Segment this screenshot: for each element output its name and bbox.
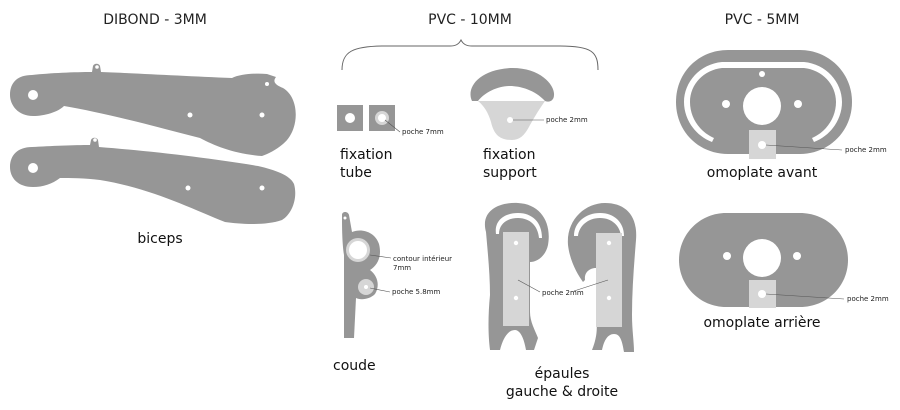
label-omoplate-arriere: omoplate arrière [703, 315, 820, 331]
group-brace [341, 38, 599, 71]
label-coude: coude [333, 358, 376, 374]
label-fixation-support-2: support [483, 165, 537, 181]
biceps-piece-bottom [10, 137, 296, 224]
header-dibond-3mm: DIBOND - 3MM [103, 12, 207, 28]
label-epaules-2: gauche & droite [506, 384, 618, 400]
label-fixation-tube-2: tube [340, 165, 372, 181]
fixation-support-piece [470, 67, 555, 140]
fixation-tube-pieces [337, 105, 395, 131]
epaule-droite-piece [567, 203, 637, 352]
omoplate-avant-piece [676, 50, 852, 159]
omoplate-arriere-piece [679, 213, 848, 308]
label-fixation-support-1: fixation [483, 147, 536, 163]
annotation-poche-5-8mm: poche 5.8mm [392, 288, 440, 296]
label-fixation-tube-1: fixation [340, 147, 393, 163]
annotation-poche-2mm-epaules: poche 2mm [542, 289, 584, 297]
annotation-poche-2mm-arriere: poche 2mm [847, 295, 889, 303]
label-omoplate-avant: omoplate avant [707, 165, 818, 181]
annotation-poche-2mm-support: poche 2mm [546, 116, 588, 124]
annotation-contour-7mm: 7mm [393, 264, 411, 272]
header-pvc-5mm: PVC - 5MM [725, 12, 800, 28]
label-biceps: biceps [137, 231, 182, 247]
epaule-gauche-piece [484, 202, 549, 350]
label-epaules-1: épaules [535, 366, 590, 382]
annotation-poche-2mm-avant: poche 2mm [845, 146, 887, 154]
header-pvc-10mm: PVC - 10MM [428, 12, 512, 28]
annotation-poche-7mm: poche 7mm [402, 128, 444, 136]
annotation-contour-interieur: contour intérieur [393, 255, 452, 263]
biceps-piece-top [10, 63, 296, 156]
coude-piece [342, 212, 380, 338]
